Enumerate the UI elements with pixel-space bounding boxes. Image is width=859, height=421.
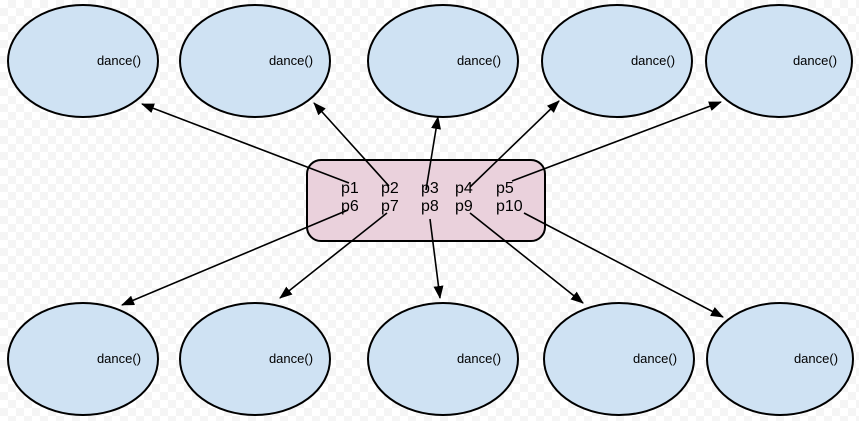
param-box	[306, 159, 546, 242]
arrow-p6-to-bottom-1	[121, 209, 349, 306]
arrow-p4-to-top-4	[469, 100, 560, 188]
param-label-p5: p5	[496, 180, 514, 197]
arrow-p2-to-top-2	[313, 102, 390, 187]
param-label-p7: p7	[381, 198, 399, 215]
process-node-top-4	[541, 4, 693, 118]
node-label-top-3: dance()	[457, 53, 501, 68]
process-node-bottom-5	[706, 302, 854, 416]
arrow-p7-to-bottom-2	[279, 212, 388, 299]
arrow-p5-to-top-5	[511, 101, 722, 182]
arrow-p9-to-bottom-4	[469, 212, 584, 304]
arrow-p1-to-top-1	[141, 103, 350, 184]
node-label-bottom-3: dance()	[457, 351, 501, 366]
process-node-bottom-3	[367, 302, 519, 416]
node-label-top-5: dance()	[793, 53, 837, 68]
node-label-top-1: dance()	[97, 53, 141, 68]
process-node-bottom-1	[7, 302, 159, 416]
param-label-p10: p10	[496, 198, 523, 215]
arrow-p3-to-top-3	[425, 116, 441, 191]
node-label-top-2: dance()	[269, 53, 313, 68]
node-label-bottom-1: dance()	[97, 351, 141, 366]
process-node-bottom-4	[543, 302, 695, 416]
arrow-p10-to-bottom-5	[523, 212, 724, 318]
param-label-p9: p9	[455, 198, 473, 215]
process-node-top-5	[705, 4, 853, 118]
param-label-p1: p1	[341, 180, 359, 197]
param-label-p3: p3	[421, 180, 439, 197]
node-label-top-4: dance()	[631, 53, 675, 68]
param-label-p4: p4	[455, 180, 473, 197]
node-label-bottom-5: dance()	[794, 351, 838, 366]
process-node-top-1	[7, 4, 159, 118]
process-node-top-3	[367, 4, 519, 118]
process-node-top-2	[179, 4, 331, 118]
param-label-p8: p8	[421, 198, 439, 215]
arrow-p8-to-bottom-3	[429, 218, 444, 299]
param-label-p6: p6	[341, 198, 359, 215]
param-label-p2: p2	[381, 180, 399, 197]
process-node-bottom-2	[179, 302, 331, 416]
node-label-bottom-4: dance()	[633, 351, 677, 366]
node-label-bottom-2: dance()	[269, 351, 313, 366]
